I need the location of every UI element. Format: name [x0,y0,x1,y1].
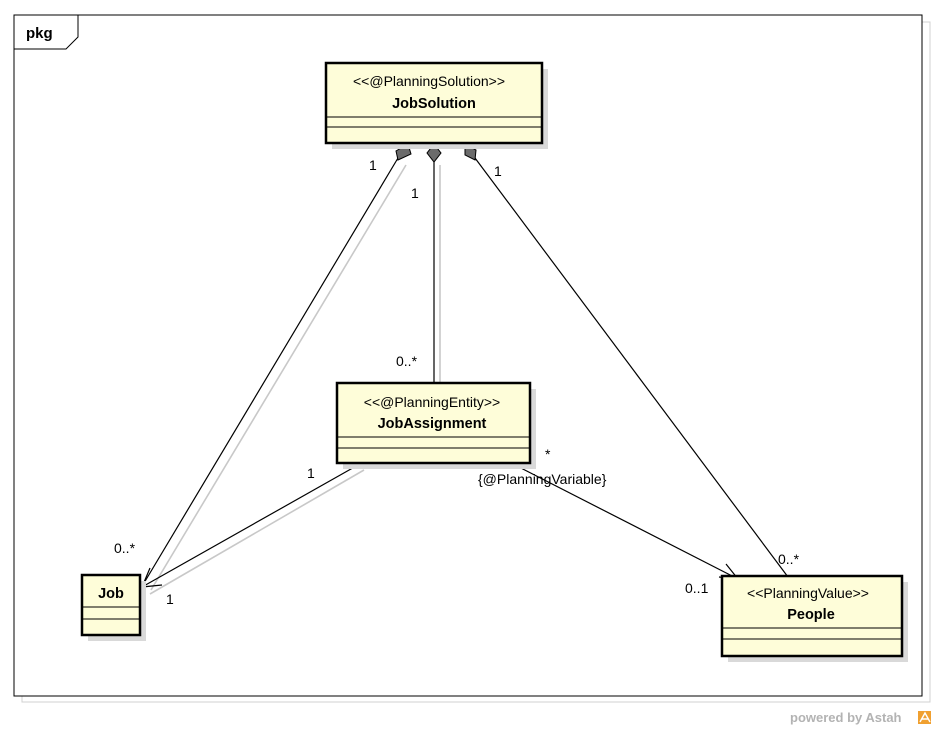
association-solution-job[interactable] [143,157,399,584]
frame-tab [14,15,79,50]
association-assignment-job[interactable] [141,464,359,588]
class-name: JobAssignment [378,416,487,432]
association-shadows [149,164,441,595]
multiplicity-label: 0..* [778,551,800,567]
multiplicity-label: 0..* [114,540,136,556]
powered-by-text: powered by Astah [790,710,902,725]
class-name: JobSolution [392,96,476,112]
association-solution-people[interactable] [474,157,789,578]
multiplicity-label: 1 [494,163,502,179]
constraint-label: {@PlanningVariable} [478,471,607,487]
multiplicity-label: 1 [307,465,315,481]
multiplicity-label: 1 [369,157,377,173]
association-assignment-people[interactable] [514,464,739,580]
multiplicity-label: 0..* [396,353,418,369]
multiplicity-label: * [545,446,551,462]
class-name: Job [98,586,124,602]
class-job-assignment[interactable]: <<@PlanningEntity>> JobAssignment [335,381,536,469]
multiplicity-label: 0..1 [685,580,709,596]
class-stereotype: <<@PlanningSolution>> [353,73,505,89]
multiplicity-label: 1 [166,591,174,607]
class-stereotype: <<PlanningValue>> [747,585,869,601]
class-job-solution[interactable]: <<@PlanningSolution>> JobSolution [324,61,548,149]
class-people[interactable]: <<PlanningValue>> People [720,574,908,662]
class-job[interactable]: Job [80,573,146,641]
multiplicity-label: 1 [411,185,419,201]
class-name: People [787,607,835,623]
astah-logo-icon [918,711,931,724]
frame-label: pkg [26,25,53,42]
class-stereotype: <<@PlanningEntity>> [364,394,500,410]
